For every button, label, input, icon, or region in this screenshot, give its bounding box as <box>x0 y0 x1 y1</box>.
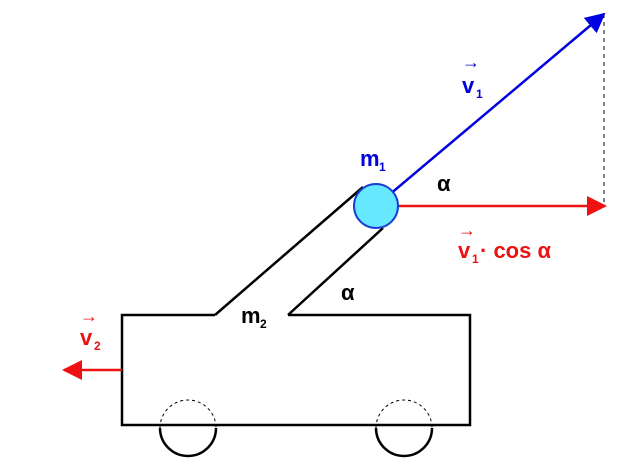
label-projection: → v 1 · cos α <box>458 220 551 266</box>
wheel-left <box>158 399 218 458</box>
svg-text:→: → <box>462 52 480 72</box>
svg-text:1: 1 <box>476 87 483 101</box>
label-alpha-bottom: α <box>341 280 355 305</box>
label-m1: m 1 <box>360 146 386 174</box>
svg-text:→: → <box>458 220 476 240</box>
svg-text:1: 1 <box>472 252 479 266</box>
barrel-upper-wall <box>214 186 364 316</box>
label-v1: → v 1 <box>462 52 483 101</box>
label-alpha-top: α <box>437 171 451 196</box>
label-v2: → v 2 <box>80 306 101 353</box>
svg-text:m: m <box>360 146 380 171</box>
barrel-lower-wall <box>287 227 384 316</box>
svg-text:1: 1 <box>379 160 386 174</box>
wheel-right <box>374 399 434 458</box>
velocity-v1-arrow <box>375 12 606 207</box>
svg-text:v: v <box>458 238 471 263</box>
svg-text:v: v <box>462 73 475 98</box>
svg-text:2: 2 <box>94 339 101 353</box>
ball-m1 <box>354 184 398 228</box>
ball-m1-outline <box>353 183 399 229</box>
svg-text:· cos α: · cos α <box>480 238 551 263</box>
svg-text:m: m <box>241 303 261 328</box>
label-m2: m 2 <box>241 303 267 331</box>
cart-body <box>120 313 472 427</box>
svg-text:→: → <box>80 306 98 326</box>
svg-text:2: 2 <box>260 317 267 331</box>
svg-text:v: v <box>80 325 93 350</box>
